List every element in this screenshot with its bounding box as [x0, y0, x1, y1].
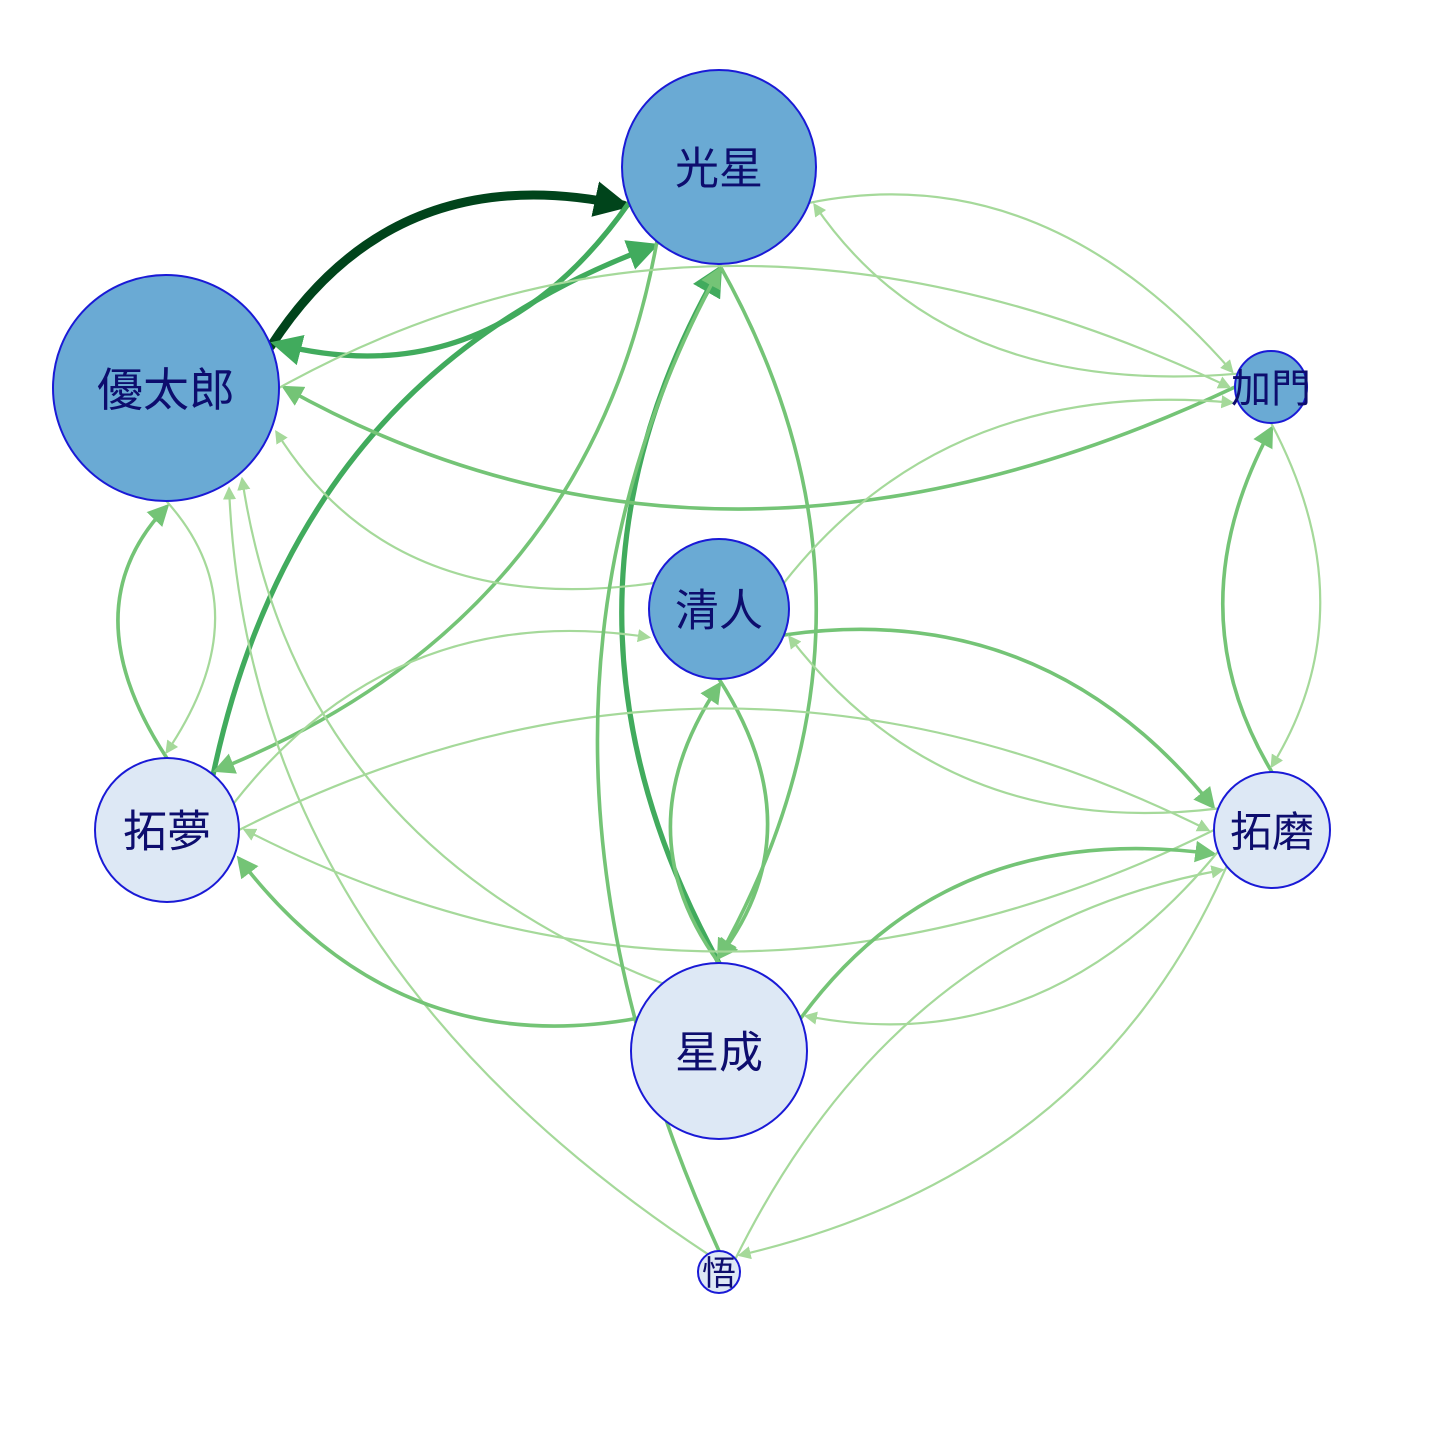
edge-seina-to-takumu — [236, 855, 640, 1028]
edge-takumu-to-kiyoto — [232, 629, 652, 805]
edge-takuma-to-takumu — [242, 828, 1216, 953]
node-label-hikaru: 光星 — [675, 144, 763, 195]
node-kamon: 加門 — [1231, 350, 1311, 424]
node-label-yutaro: 優太郎 — [97, 363, 235, 417]
edge-satoru-to-yutaro — [222, 486, 709, 1256]
edge-hikaru-to-kamon — [808, 193, 1234, 374]
node-circle-takumu — [94, 757, 240, 903]
edge-satoru-to-takuma — [734, 865, 1225, 1260]
edge-kiyoto-to-yutaro — [275, 429, 656, 591]
node-label-seina: 星成 — [675, 1028, 763, 1079]
node-label-kiyoto: 清人 — [675, 586, 763, 637]
node-yutaro: 優太郎 — [52, 274, 280, 502]
edge-hikaru-to-seina — [716, 262, 819, 961]
edge-takumu-to-yutaro — [116, 503, 170, 760]
edge-takuma-to-seina — [803, 850, 1220, 1026]
edge-yutaro-to-takumu — [165, 499, 217, 755]
node-circle-kamon — [1234, 350, 1308, 424]
node-circle-kiyoto — [648, 538, 790, 680]
node-label-satoru: 悟 — [702, 1254, 736, 1294]
edge-yutaro-to-kamon — [277, 264, 1232, 389]
edge-seina-to-kiyoto — [668, 681, 722, 965]
edge-kiyoto-to-kamon — [782, 395, 1235, 584]
node-seina: 星成 — [630, 962, 808, 1140]
edge-takuma-to-kamon — [1220, 425, 1274, 774]
node-circle-takuma — [1213, 771, 1331, 889]
edge-hikaru-to-yutaro — [270, 200, 632, 366]
edge-seina-to-yutaro — [237, 476, 664, 985]
node-circle-yutaro — [52, 274, 280, 502]
edge-takumu-to-hikaru — [210, 240, 659, 778]
edge-takuma-to-kiyoto — [787, 635, 1220, 815]
node-satoru: 悟 — [697, 1250, 741, 1294]
node-label-takuma: 拓磨 — [1230, 808, 1314, 857]
node-circle-hikaru — [621, 69, 817, 265]
edge-takuma-to-satoru — [737, 865, 1228, 1260]
node-circle-seina — [630, 962, 808, 1140]
node-takuma: 拓磨 — [1213, 771, 1331, 889]
node-kiyoto: 清人 — [648, 538, 790, 680]
node-takumu: 拓夢 — [94, 757, 240, 903]
node-hikaru: 光星 — [621, 69, 817, 265]
node-label-takumu: 拓夢 — [123, 807, 211, 858]
node-label-kamon: 加門 — [1231, 366, 1311, 412]
edge-seina-to-takuma — [798, 840, 1217, 1021]
edge-kiyoto-to-takuma — [782, 627, 1216, 810]
edge-kamon-to-yutaro — [281, 385, 1237, 511]
node-circle-satoru — [697, 1250, 741, 1294]
edge-kiyoto-to-seina — [716, 677, 770, 961]
edge-takumu-to-takuma — [237, 707, 1211, 832]
edge-yutaro-to-hikaru — [266, 181, 631, 351]
edge-kamon-to-hikaru — [813, 202, 1239, 378]
edge-kamon-to-takuma — [1270, 421, 1322, 769]
edge-hikaru-to-takumu — [212, 239, 659, 774]
